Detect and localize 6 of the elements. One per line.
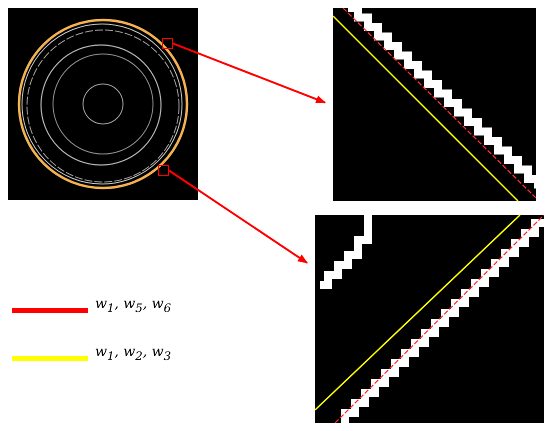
highlight-square [158, 165, 169, 176]
arrow [168, 170, 308, 264]
legend-label: w$_{1}$, w$_{2}$, w$_{3}$ [95, 344, 172, 363]
highlight-square [162, 38, 173, 49]
arrow [172, 42, 326, 104]
legend-label: w$_{1}$, w$_{5}$, w$_{6}$ [95, 296, 172, 315]
